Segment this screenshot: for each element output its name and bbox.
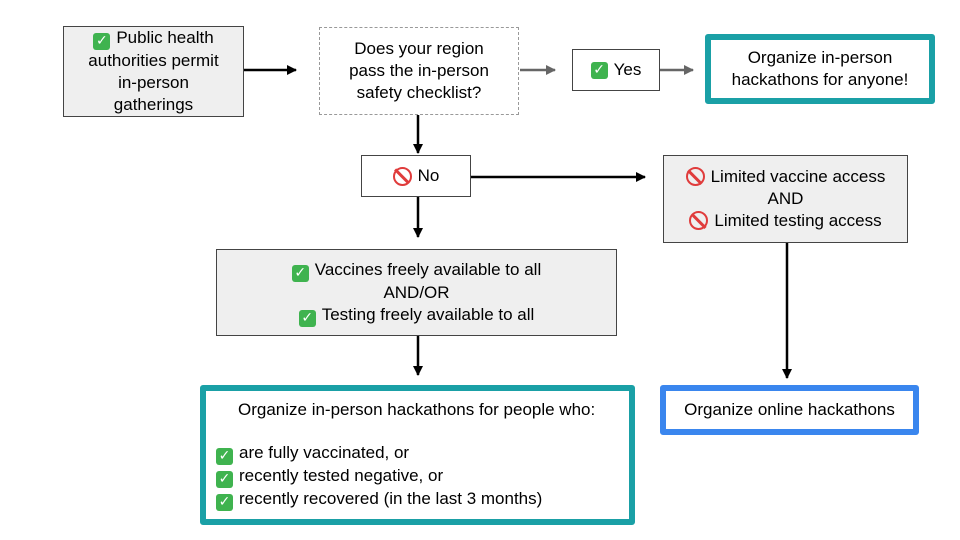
condition-item-label: recently recovered (in the last 3 months…: [239, 488, 543, 508]
question-line-3: safety checklist?: [356, 83, 482, 102]
start-line-2: authorities permit: [88, 51, 219, 70]
no-label: No: [417, 166, 440, 185]
limited-line-1: Limited vaccine access: [710, 167, 886, 186]
outcome-online-label: Organize online hackathons: [684, 400, 895, 419]
yes-label: Yes: [613, 60, 642, 79]
check-mark-icon: ✓: [216, 493, 233, 511]
limited-access-node: Limited vaccine access AND Limited testi…: [663, 155, 908, 243]
question-line-2: pass the in-person: [349, 61, 489, 80]
condition-item: ✓ recently tested negative, or: [216, 465, 443, 488]
check-mark-icon: ✓: [298, 309, 316, 327]
no-entry-icon: [685, 167, 705, 186]
outcome-anyone-node: Organize in-person hackathons for anyone…: [705, 34, 935, 104]
outcome-anyone-line-1: Organize in-person: [747, 48, 893, 67]
outcome-conditions-node: Organize in-person hackathons for people…: [200, 385, 635, 525]
condition-item-label: recently tested negative, or: [239, 465, 444, 485]
yes-node: ✓ Yes: [572, 49, 660, 91]
available-line-2: AND/OR: [383, 282, 450, 302]
available-node: ✓ Vaccines freely available to all AND/OR…: [216, 249, 617, 336]
check-mark-icon: ✓: [291, 264, 309, 282]
available-line-3: Testing freely available to all: [321, 304, 535, 324]
outcome-anyone-line-2: hackathons for anyone!: [731, 70, 909, 89]
conditions-heading: Organize in-person hackathons for people…: [238, 400, 596, 419]
check-mark-icon: ✓: [216, 470, 233, 488]
start-line-4: gatherings: [113, 95, 194, 114]
start-line-3: in-person: [118, 73, 189, 92]
condition-item: ✓ recently recovered (in the last 3 month…: [216, 488, 542, 511]
outcome-online-node: Organize online hackathons: [660, 385, 919, 435]
no-entry-icon: [689, 211, 709, 230]
check-mark-icon: ✓: [590, 61, 608, 79]
condition-item-label: are fully vaccinated, or: [239, 442, 410, 462]
available-line-1: Vaccines freely available to all: [314, 259, 542, 279]
check-mark-icon: ✓: [216, 447, 233, 465]
start-line-1: Public health: [116, 28, 214, 47]
no-entry-icon: [392, 166, 412, 186]
question-node: Does your region pass the in-person safe…: [319, 27, 519, 115]
condition-item: ✓ are fully vaccinated, or: [216, 442, 409, 465]
no-node: No: [361, 155, 471, 197]
check-mark-icon: ✓: [93, 33, 111, 50]
limited-line-2: AND: [767, 189, 804, 208]
question-line-1: Does your region: [354, 39, 484, 58]
limited-line-3: Limited testing access: [714, 211, 882, 230]
start-node: ✓ Public health authorities permit in-per…: [63, 26, 244, 117]
